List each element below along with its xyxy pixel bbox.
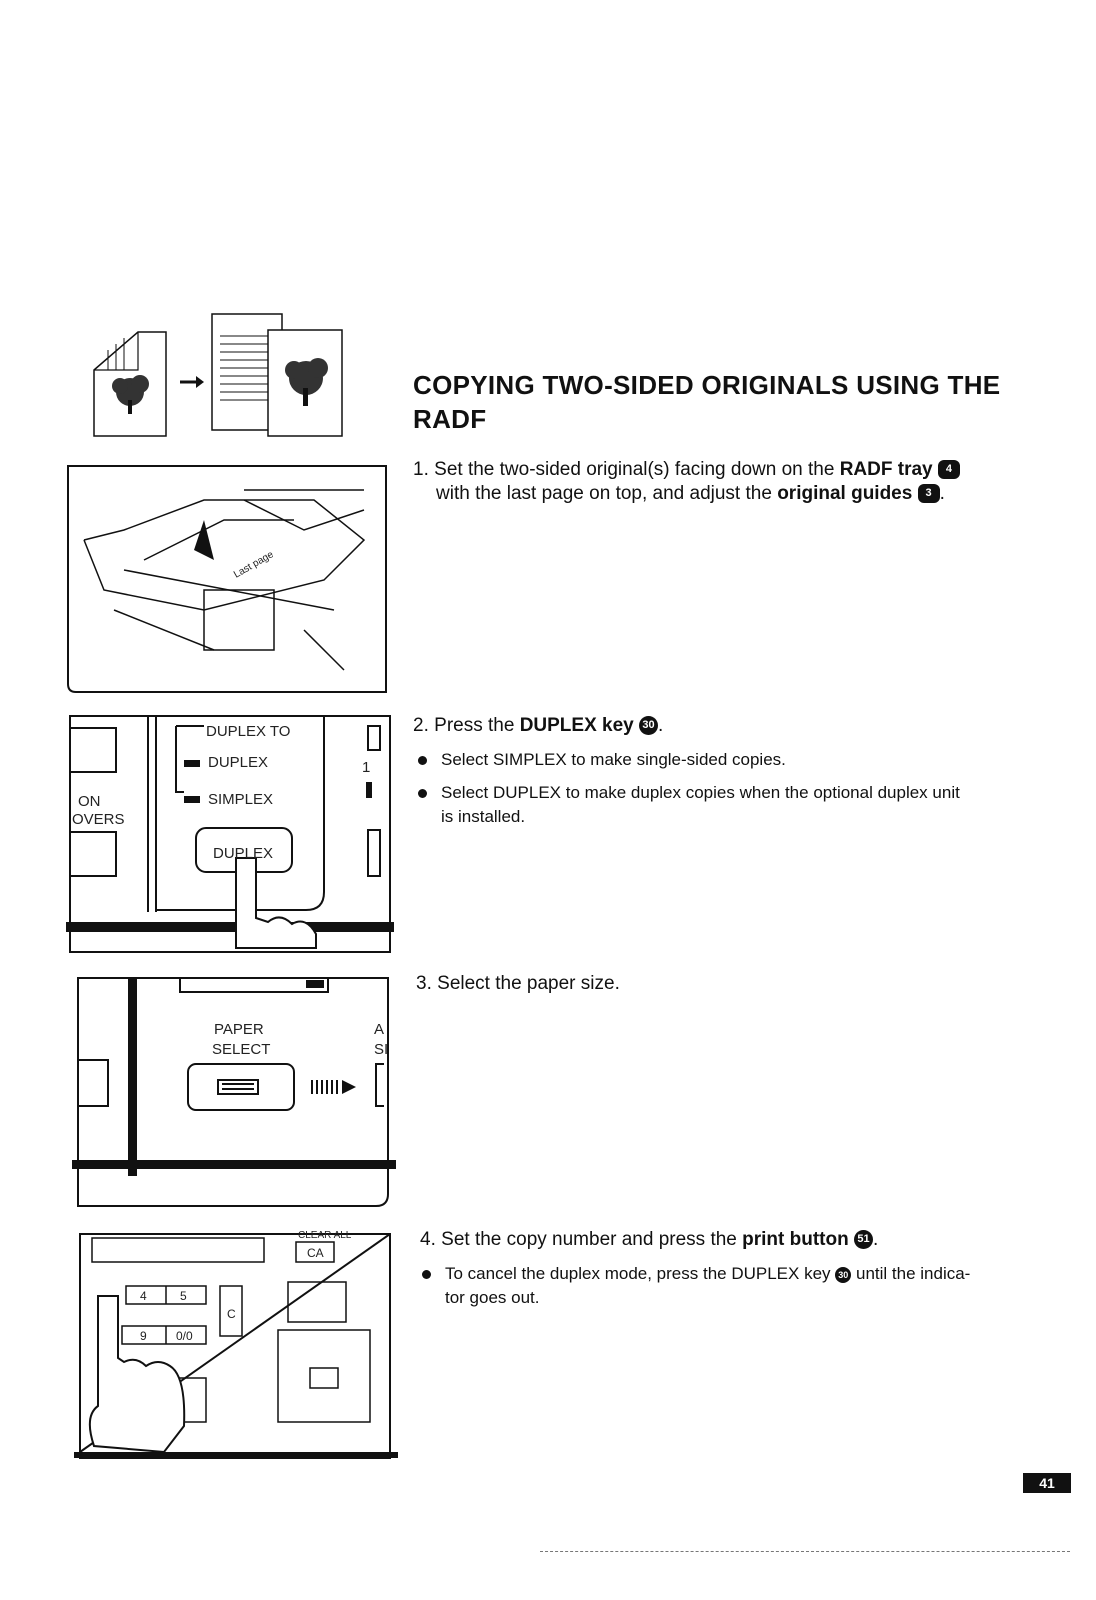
edge-label-a: A bbox=[374, 1021, 384, 1038]
paper-select-illustration: PAPER SELECT A SI bbox=[72, 977, 396, 1207]
bullet-dot bbox=[418, 789, 427, 799]
title-line-2: RADF bbox=[413, 404, 487, 434]
step-4-bullet: To cancel the duplex mode, press the DUP… bbox=[422, 1262, 1062, 1310]
radf-tray-label: RADF tray bbox=[839, 459, 933, 480]
step-2-end: . bbox=[658, 715, 664, 736]
bullet-dot bbox=[418, 756, 427, 766]
step-3-text: Select the paper size. bbox=[437, 973, 620, 994]
step-4: 4. Set the copy number and press the pri… bbox=[420, 1228, 1060, 1252]
duplex-to-label: DUPLEX TO bbox=[206, 723, 290, 740]
bullet-continuation: is installed. bbox=[441, 807, 526, 826]
duplex-option-label: DUPLEX bbox=[208, 754, 268, 771]
key-4: 4 bbox=[140, 1289, 147, 1303]
bullet-text: Select DUPLEX to make duplex copies when… bbox=[441, 783, 960, 802]
radf-tray-illustration: Last page bbox=[67, 465, 387, 693]
step-2-bullet-2: Select DUPLEX to make duplex copies when… bbox=[418, 781, 1078, 829]
bullet-text: Select SIMPLEX to make single-sided copi… bbox=[441, 750, 786, 769]
page-number: 41 bbox=[1023, 1473, 1071, 1493]
bullet-text-b: until the indica- bbox=[851, 1264, 971, 1283]
step-2-number: 2. bbox=[413, 715, 429, 736]
step-1-text-a: Set the two-sided original(s) facing dow… bbox=[434, 459, 840, 480]
page-title: COPYING TWO-SIDED ORIGINALS USING THE RA… bbox=[413, 368, 1053, 436]
key-5: 5 bbox=[180, 1289, 187, 1303]
duplex-key-badge-small: 30 bbox=[835, 1266, 852, 1283]
step-2: 2. Press the DUPLEX key 30. bbox=[413, 714, 1053, 738]
duplex-panel-illustration: DUPLEX TO DUPLEX SIMPLEX DUPLEX ON OVERS… bbox=[66, 715, 394, 953]
panel-right-number: 1 bbox=[362, 759, 370, 776]
step-1: 1. Set the two-sided original(s) facing … bbox=[413, 458, 1053, 506]
step-1-end: . bbox=[939, 483, 945, 504]
duplex-key-bold: DUPLEX key bbox=[519, 715, 634, 736]
clear-all-label: CLEAR ALL bbox=[298, 1230, 352, 1241]
step-3-number: 3. bbox=[416, 973, 432, 994]
key-c: C bbox=[227, 1307, 236, 1321]
original-guides-badge: 3 bbox=[917, 484, 940, 504]
two-sided-originals-icon bbox=[93, 313, 343, 437]
key-9: 9 bbox=[140, 1329, 147, 1343]
bullet-dot bbox=[422, 1270, 431, 1280]
duplex-key-label: DUPLEX bbox=[213, 845, 273, 862]
keypad-illustration: CLEAR ALL CA 4 5 9 0/0 C bbox=[74, 1230, 398, 1459]
footer-rule bbox=[540, 1551, 1070, 1552]
step-4-number: 4. bbox=[420, 1229, 436, 1250]
radf-tray-badge: 4 bbox=[937, 460, 960, 480]
print-button-badge: 51 bbox=[854, 1230, 874, 1250]
simplex-option-label: SIMPLEX bbox=[208, 791, 273, 808]
title-line-1: COPYING TWO-SIDED ORIGINALS USING THE bbox=[413, 370, 1001, 400]
original-guides-label: original guides bbox=[777, 483, 913, 504]
step-4-end: . bbox=[873, 1229, 879, 1250]
step-2-bullet-1: Select SIMPLEX to make single-sided copi… bbox=[418, 748, 1058, 772]
edge-label-si: SI bbox=[374, 1041, 388, 1058]
step-1-number: 1. bbox=[413, 459, 429, 480]
step-1-text-b: with the last page on top, and adjust th… bbox=[436, 483, 778, 504]
panel-left-on: ON bbox=[78, 793, 101, 810]
select-label: SELECT bbox=[212, 1041, 270, 1058]
bullet-text-a: To cancel the duplex mode, press the DUP… bbox=[445, 1264, 836, 1283]
key-0: 0/0 bbox=[176, 1329, 193, 1343]
ca-key-label: CA bbox=[307, 1246, 324, 1260]
print-button-bold: print button bbox=[742, 1229, 849, 1250]
duplex-key-badge: 30 bbox=[639, 716, 659, 736]
panel-left-overs: OVERS bbox=[72, 811, 125, 828]
step-2-text-a: Press the bbox=[434, 715, 520, 736]
paper-label: PAPER bbox=[214, 1021, 264, 1038]
step-4-text-a: Set the copy number and press the bbox=[441, 1229, 743, 1250]
bullet-continuation: tor goes out. bbox=[445, 1288, 540, 1307]
step-3: 3. Select the paper size. bbox=[416, 972, 1056, 996]
